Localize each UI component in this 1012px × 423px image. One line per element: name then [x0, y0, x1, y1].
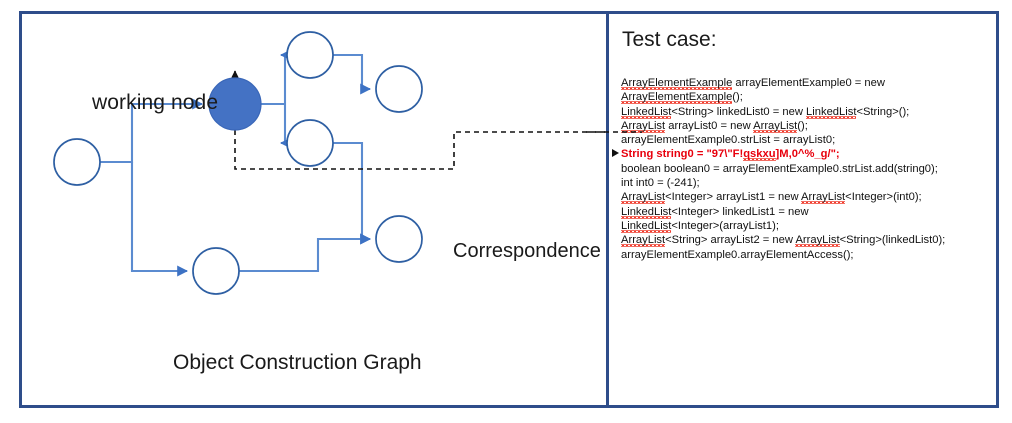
code-line: boolean boolean0 = arrayElementExample0.… — [621, 162, 938, 175]
edge-top-to-topright — [333, 53, 372, 95]
working-node-label: working node — [92, 91, 219, 114]
test-case-panel: Test case: ArrayElementExample arrayElem… — [612, 14, 1002, 405]
graph-node-bottom-right[interactable] — [375, 215, 423, 263]
code-line: String string0 = "97\"F!qskxu]M,0^%_g/"; — [612, 147, 1001, 161]
graph-node-top[interactable] — [286, 31, 334, 79]
graph-node-working[interactable] — [208, 77, 262, 131]
code-line: ArrayElementExample arrayElementExample0… — [621, 77, 885, 89]
spellcheck-underline: LinkedList — [621, 205, 672, 218]
edge-working-to-middle — [279, 104, 291, 149]
spellcheck-underline: ArrayList — [621, 234, 666, 247]
edge-left-to-working — [100, 98, 204, 164]
edge-bottom-to-bottomright — [239, 233, 372, 273]
correspondence-label: Correspondence — [453, 240, 601, 262]
spellcheck-underline: qskxu — [743, 148, 776, 161]
edge-working-to-top — [279, 49, 291, 104]
code-line: ArrayList<Integer> arrayList1 = new Arra… — [621, 191, 922, 204]
spellcheck-underline: ArrayElementExample — [621, 91, 733, 104]
graph-node-top-right[interactable] — [375, 65, 423, 113]
object-construction-graph-svg — [53, 31, 606, 295]
graph-nodes — [53, 31, 423, 295]
code-line: arrayElementExample0.arrayElementAccess(… — [621, 248, 854, 261]
code-line: arrayElementExample0.strList = arrayList… — [621, 134, 836, 147]
code-line: LinkedList<Integer> linkedList1 = new — [621, 205, 809, 218]
spellcheck-underline: ArrayElementExample — [621, 77, 733, 89]
code-line-pointer-icon — [612, 149, 619, 158]
spellcheck-underline: ArrayList — [621, 119, 666, 132]
code-line: ArrayList arrayList0 = new ArrayList(); — [621, 119, 808, 132]
panel-divider — [606, 11, 609, 408]
code-line: ArrayList<String> arrayList2 = new Array… — [621, 234, 946, 247]
code-line: int int0 = (-241); — [621, 177, 700, 190]
figure-outer-frame — [19, 11, 999, 408]
edge-left-to-bottom — [130, 162, 189, 277]
spellcheck-underline: LinkedList — [621, 105, 672, 118]
code-line: LinkedList<Integer>(arrayList1); — [621, 219, 779, 232]
edge-middle-to-bottomright — [333, 141, 372, 245]
object-construction-graph-panel: working node Correspondence Object Const… — [22, 14, 606, 405]
test-case-title: Test case: — [622, 28, 717, 51]
spellcheck-underline: LinkedList — [621, 219, 672, 232]
spellcheck-underline: ArrayList — [801, 191, 846, 204]
spellcheck-underline: LinkedList — [806, 105, 857, 118]
object-construction-graph-caption: Object Construction Graph — [173, 351, 422, 374]
graph-node-middle[interactable] — [286, 119, 334, 167]
graph-node-bottom[interactable] — [192, 247, 240, 295]
spellcheck-underline: ArrayList — [795, 234, 840, 247]
graph-edges — [100, 49, 372, 277]
spellcheck-underline: ArrayList — [621, 191, 666, 204]
test-case-code-block[interactable]: ArrayElementExample arrayElementExample0… — [612, 76, 1001, 262]
code-line: ArrayElementExample(); — [621, 91, 743, 104]
graph-node-left[interactable] — [53, 138, 101, 186]
spellcheck-underline: ArrayList — [753, 119, 798, 132]
code-line: LinkedList<String> linkedList0 = new Lin… — [621, 105, 910, 118]
